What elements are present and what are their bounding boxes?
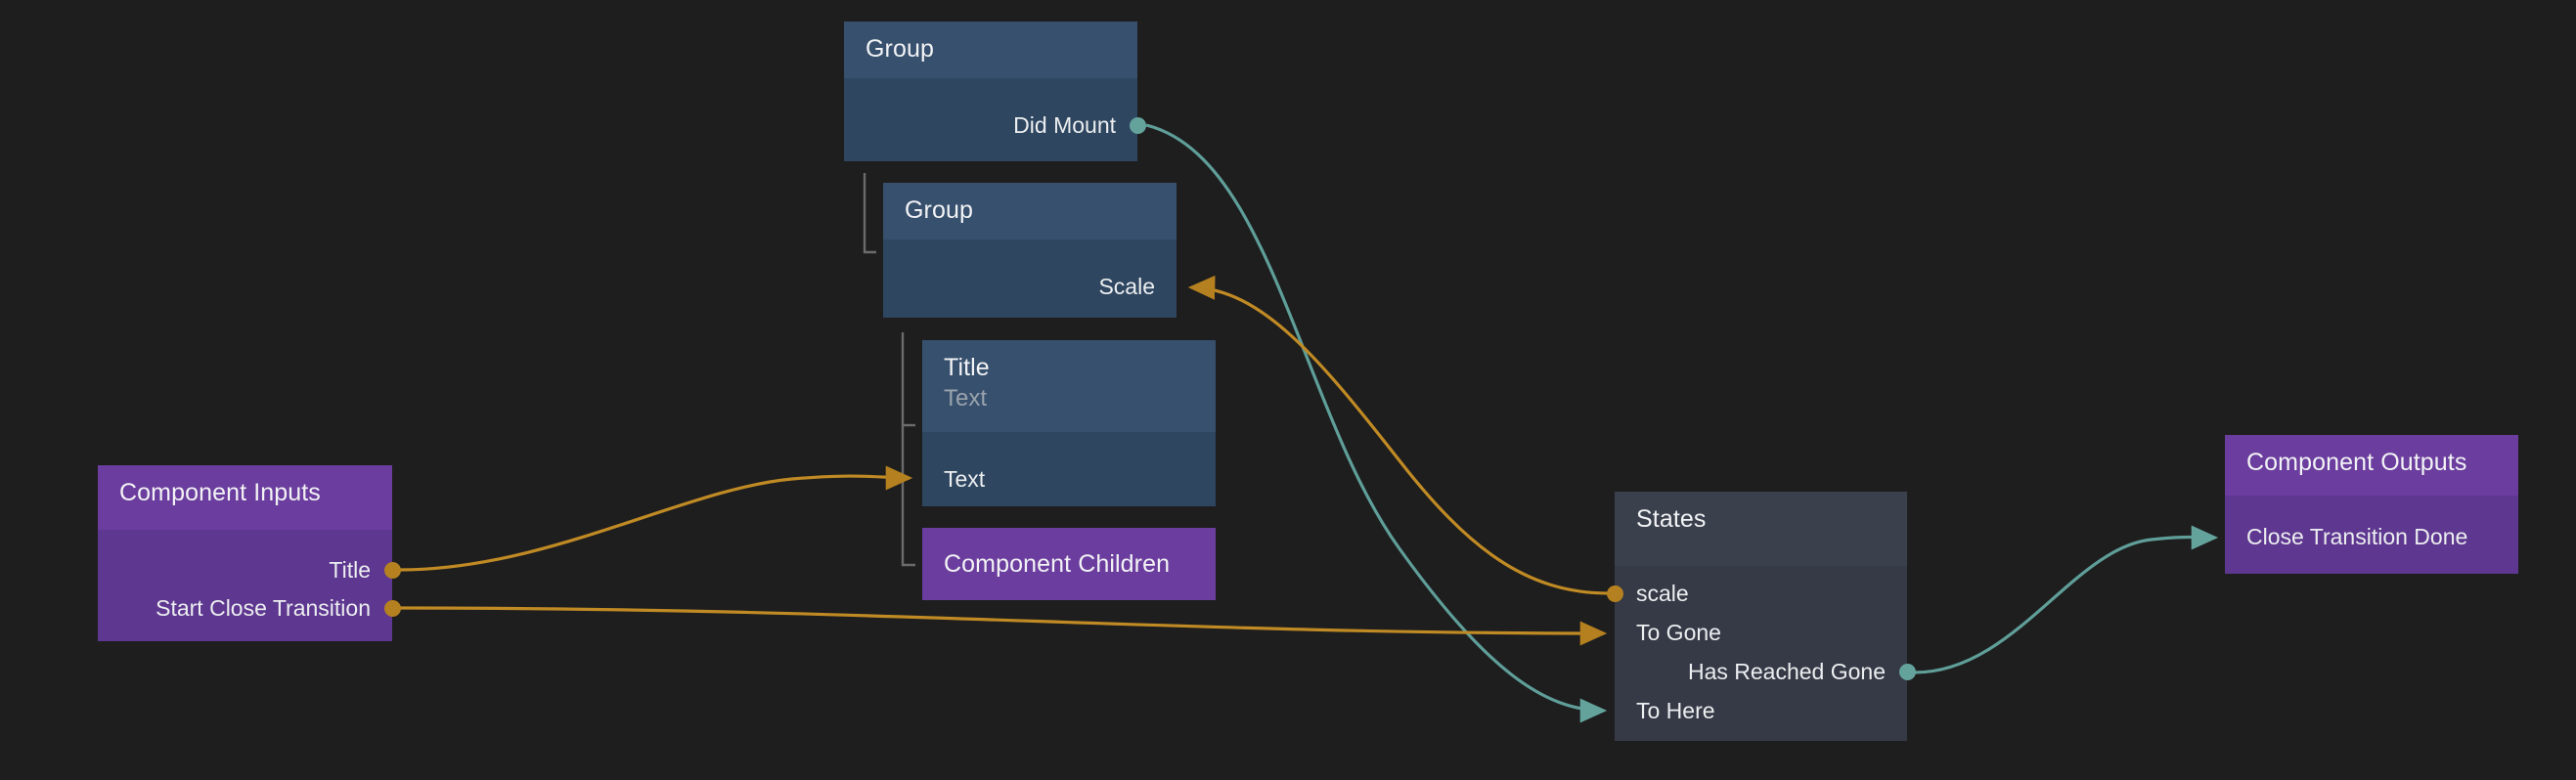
node-states[interactable]: States scale To Gone Has Reached Gone To… <box>1615 492 1907 741</box>
node-title: Component Children <box>944 549 1171 578</box>
node-title: Group <box>905 196 973 224</box>
port-label: Title <box>329 556 371 583</box>
port-dot-title[interactable] <box>384 562 401 579</box>
node-title: States <box>1636 505 1707 533</box>
port-row-text[interactable]: Text <box>922 467 1216 491</box>
port-row-close-transition-done[interactable]: Close Transition Done <box>2225 525 2518 548</box>
port-row-title[interactable]: Title <box>98 558 392 582</box>
edge-start-close-transition-to-to-gone <box>399 606 1608 646</box>
edge-scale-to-group-scale <box>1187 275 1610 595</box>
node-component-children[interactable]: Component Children <box>922 528 1216 600</box>
port-row-start-close-transition[interactable]: Start Close Transition <box>98 596 392 620</box>
port-row-scale[interactable]: Scale <box>883 275 1177 298</box>
node-group-outer[interactable]: Group Did Mount <box>844 22 1137 161</box>
port-label: To Gone <box>1636 619 1721 645</box>
port-label: To Here <box>1636 697 1715 723</box>
port-label: Close Transition Done <box>2246 523 2468 549</box>
node-subtitle: Text <box>944 384 988 412</box>
port-label: Text <box>944 465 986 492</box>
port-label: Start Close Transition <box>155 594 371 621</box>
node-header: Component Outputs <box>2225 435 2518 496</box>
node-header: Group <box>883 183 1177 239</box>
port-dot-scale-state[interactable] <box>1607 585 1623 602</box>
port-dot-start-close-transition[interactable] <box>384 600 401 617</box>
port-label: Has Reached Gone <box>1687 658 1886 684</box>
node-header: States <box>1615 492 1907 566</box>
node-component-inputs[interactable]: Component Inputs Title Start Close Trans… <box>98 465 392 641</box>
port-dot-has-reached-gone[interactable] <box>1899 664 1916 680</box>
node-body: Did Mount <box>844 78 1137 161</box>
node-title: Title <box>944 354 990 381</box>
node-body: scale To Gone Has Reached Gone To Here <box>1615 566 1907 741</box>
node-header: Group <box>844 22 1137 78</box>
port-label: Did Mount <box>1013 111 1116 138</box>
port-label: Scale <box>1098 273 1155 299</box>
node-title-component[interactable]: Title Text Text <box>922 340 1216 506</box>
node-body: Title Start Close Transition <box>98 530 392 641</box>
edge-title-to-text <box>399 465 913 572</box>
edge-has-reached-gone-to-close-transition-done <box>1914 525 2219 674</box>
node-title: Group <box>866 35 934 63</box>
node-title: Component Inputs <box>119 479 321 506</box>
node-header: Component Inputs <box>98 465 392 530</box>
port-label: scale <box>1636 580 1689 606</box>
port-row-has-reached-gone[interactable]: Has Reached Gone <box>1615 660 1907 683</box>
node-group-inner[interactable]: Group Scale <box>883 183 1177 318</box>
node-body: Text <box>922 432 1216 506</box>
node-body: Close Transition Done <box>2225 496 2518 574</box>
port-row-to-gone[interactable]: To Gone <box>1615 621 1907 644</box>
node-body: Scale <box>883 239 1177 318</box>
port-dot-did-mount[interactable] <box>1130 117 1146 134</box>
node-title: Component Outputs <box>2246 449 2467 476</box>
port-row-to-here[interactable]: To Here <box>1615 699 1907 722</box>
port-row-scale-state[interactable]: scale <box>1615 582 1907 605</box>
tree-line-group-inner-to-children <box>901 332 915 567</box>
port-row-did-mount[interactable]: Did Mount <box>844 113 1137 137</box>
tree-line-group-outer-to-group-inner <box>863 173 876 254</box>
node-header: Title Text <box>922 340 1216 432</box>
node-component-outputs[interactable]: Component Outputs Close Transition Done <box>2225 435 2518 574</box>
